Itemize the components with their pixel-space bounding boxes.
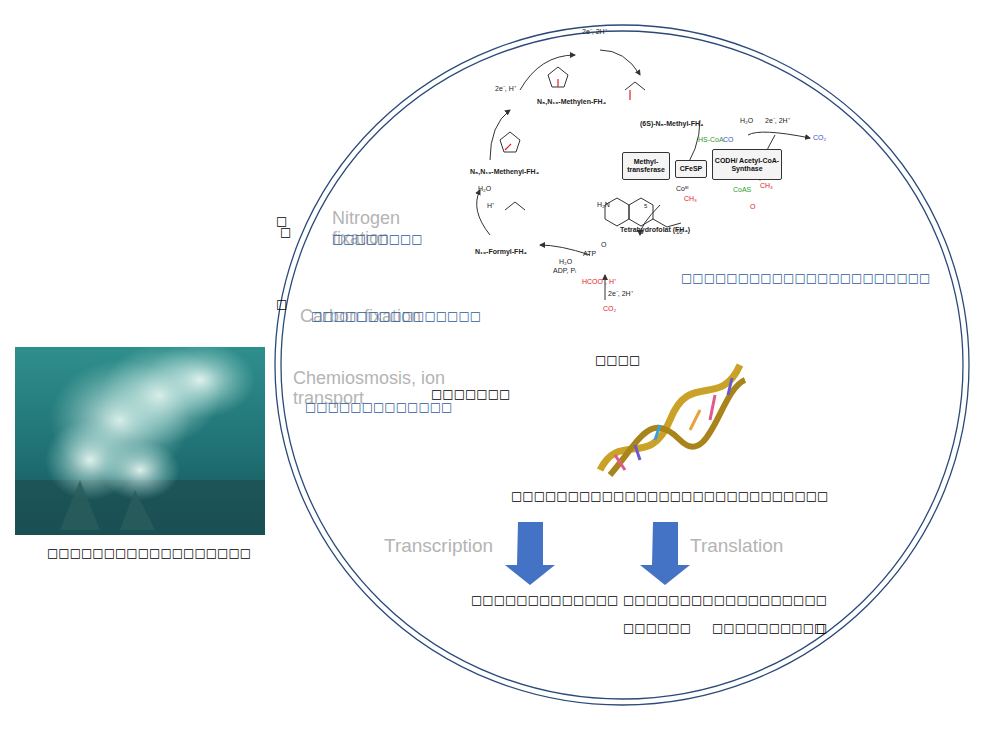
chem-label: CoAS [733, 186, 751, 194]
chem-label: ADP, Pᵢ [553, 267, 576, 275]
chem-label: HCOO⁻, H⁺ [582, 278, 616, 286]
caption-text: □□□□□□□□ [332, 233, 423, 246]
chem-label: O [750, 203, 755, 211]
chem-label: H₂N [597, 201, 610, 209]
enzyme-box: CODH/ Acetyl-CoA- Synthase [712, 149, 782, 180]
chem-label: N₁₀-Formyl-FH₄ [475, 248, 527, 256]
cell-membrane-inner [281, 31, 963, 699]
chem-label: 5 [644, 203, 647, 210]
translation-arrow [640, 522, 690, 585]
dna-helix [600, 365, 745, 475]
caption-text: □ [280, 226, 291, 239]
chem-label: Coᴵᴵᴵ [676, 185, 688, 193]
process-heading: Translation [690, 536, 783, 557]
chem-label: 2e⁻, 2H⁺ [608, 290, 633, 298]
enzyme-box: Methyl- transferase [622, 152, 670, 180]
enzyme-name: CFeSP [680, 165, 703, 173]
chem-label: H₂O [740, 117, 753, 125]
chem-label: 2e⁻, 2H⁺ [765, 117, 790, 125]
caption-text: □□□□□□□□□□□□□□□□□□□□□□ [681, 272, 930, 285]
process-heading: Transcription [384, 536, 493, 557]
chem-label: CH₃ [684, 195, 697, 203]
chem-label: CO₂ [603, 305, 616, 313]
caption-text: □□□□□□ [623, 622, 691, 635]
chem-label: H⁺ [487, 202, 494, 210]
caption-text: □□□□□□□□□□□□□□□□□□□□□□□□□□□□ [511, 490, 828, 503]
chem-label: 2e⁻, 2H⁺ [582, 28, 607, 36]
chem-label: N₅,N₁₀-Methenyl-FH₄ [470, 168, 539, 176]
chem-label: (6S)-N₅-Methyl-FH₄ [640, 120, 703, 128]
chem-label: H₂O [478, 185, 491, 193]
chem-label: 10 [676, 229, 683, 236]
chem-label: 2e⁻, H⁺ [495, 85, 516, 93]
caption-text: □□□□□□□□□□□□□ [471, 594, 618, 607]
chem-label: N₅,N₁₀-Methylen-FH₄ [537, 98, 606, 106]
caption-text: □□□□□□□□□□□□□□□□□□ [47, 547, 251, 560]
caption-text: □□□□□□□ [431, 388, 510, 401]
cell-membrane-outer [275, 25, 969, 705]
caption-text: □□□□□□□□□□□□□ [305, 401, 452, 414]
chem-label: CH₃ [760, 182, 773, 190]
chem-label: CO₂ [813, 134, 826, 142]
caption-text: □□□□□□□□□□ [712, 622, 825, 635]
caption-text: □□□□ [595, 354, 640, 367]
chem-label: O [601, 241, 606, 249]
caption-text: □ [276, 298, 287, 311]
caption-text: □□□□□□□□□□□□□□□ [311, 310, 481, 323]
chem-label: HS-CoA [698, 136, 724, 144]
enzyme-name: Methyl- transferase [624, 158, 668, 173]
vent-photo [15, 342, 265, 535]
caption-text: □□□□□□□□□□□□□□□□□□ [623, 594, 827, 607]
red-carbons [505, 79, 630, 150]
caption-text: □ [816, 622, 827, 635]
chem-label: H₂O [559, 258, 572, 266]
chem-label: ATP [583, 250, 596, 258]
enzyme-box: CFeSP [675, 160, 707, 178]
chem-label: CO [723, 136, 734, 144]
enzyme-name: CODH/ Acetyl-CoA- Synthase [714, 157, 780, 172]
transcription-arrow [505, 522, 555, 585]
